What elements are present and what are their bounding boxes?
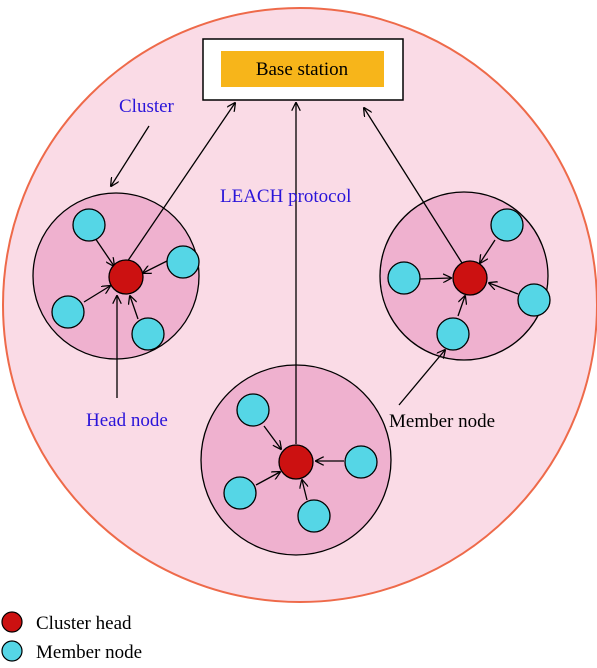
member-node [131,317,165,351]
legend-member-node-label: Member node [36,642,142,663]
right-member-arrow [489,283,519,295]
bottom-member-arrow [302,480,307,501]
member-node [490,208,524,242]
network-boundary [2,7,597,603]
base-station-box [221,51,384,87]
member-node-callout-arrow [398,350,445,406]
left-member-arrow [83,286,110,303]
member-node [387,261,421,295]
member-node [436,317,470,351]
protocol-label: LEACH protocol [220,186,351,207]
left-member-arrow [94,237,114,266]
member-node [517,283,551,317]
legend: Cluster head Member node [1,611,142,663]
member-node [344,445,378,479]
right-member-arrow [457,296,465,317]
right-head-to-base-arrow [364,108,463,264]
legend-cluster-head-swatch [1,611,23,633]
left-member-arrow [143,260,168,273]
base-station: Base station [202,38,404,101]
cluster-head-node [452,260,488,296]
member-node [236,393,270,427]
cluster-head-node [278,444,314,480]
member-node [72,208,106,242]
bottom-member-arrow [263,425,281,449]
legend-member-node-swatch [1,640,23,662]
member-node-label: Member node [389,411,495,432]
cluster-label: Cluster [119,96,175,117]
left-member-arrow [130,296,139,320]
left-head-to-base-arrow [126,103,235,263]
bottom-member-arrow [255,472,280,486]
head-node-label: Head node [86,410,168,431]
legend-cluster-head-label: Cluster head [36,613,132,634]
right-member-arrow [419,278,451,279]
cluster-callout-arrow [111,125,150,186]
member-node [297,499,331,533]
member-node [51,295,85,329]
member-node [166,245,200,279]
cluster-head-node [108,259,144,295]
member-node [223,476,257,510]
base-station-label: Base station [256,59,349,80]
right-member-arrow [480,239,496,263]
